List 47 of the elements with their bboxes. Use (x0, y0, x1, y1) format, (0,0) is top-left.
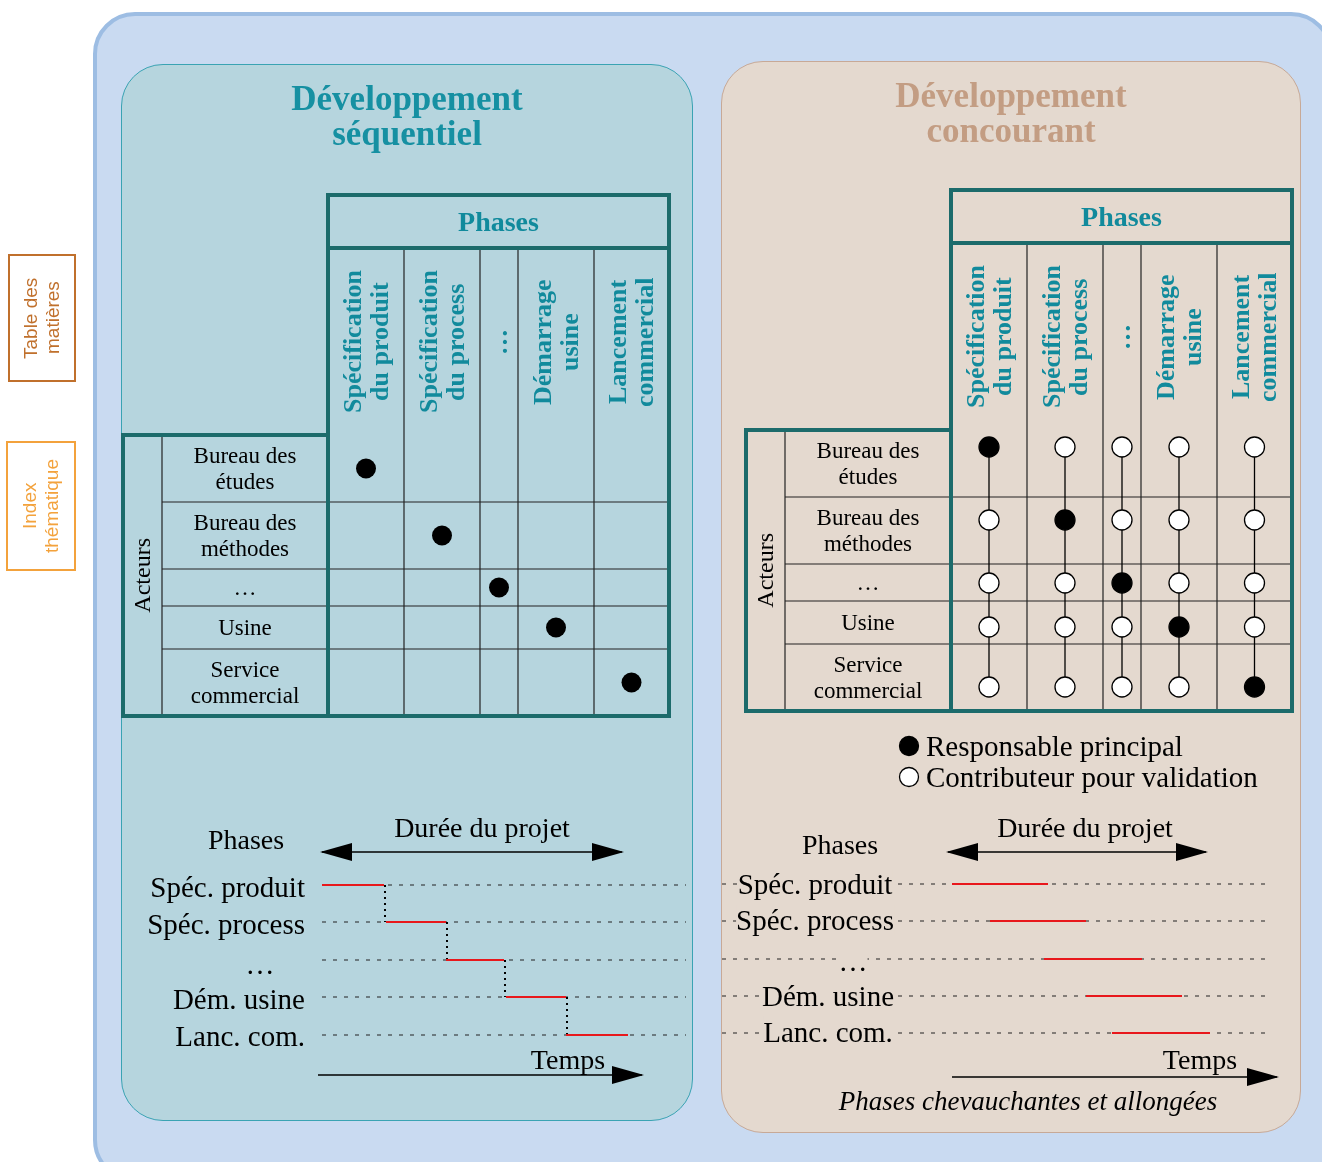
row-header: Service commercial (812, 652, 924, 703)
axis-label: Temps (530, 1045, 606, 1075)
column-header: Spécification du process (414, 269, 470, 416)
row-header: Bureau des méthodes (815, 505, 921, 556)
column-header: Lancement commercial (604, 276, 659, 409)
column-header: Spécification du process (1037, 264, 1093, 411)
tab-label: Index thématique (19, 458, 63, 555)
duration-label: Durée du projet (997, 813, 1173, 843)
phase-label: … (245, 948, 275, 980)
tab-box (6, 441, 76, 571)
column-group-header: Phases (1081, 200, 1162, 233)
outer-panel (93, 12, 1322, 1162)
row-header: Bureau des méthodes (192, 510, 298, 561)
tab-box (8, 254, 76, 382)
axis-title: Phases (801, 830, 879, 860)
axis-label: Temps (1162, 1045, 1238, 1075)
phase-label: Spéc. produit (150, 871, 305, 903)
phase-label: Dém. usine (172, 983, 305, 1015)
column-header: Démarrage usine (1151, 273, 1207, 402)
tab-label: Table des matières (20, 276, 64, 361)
row-group-header: Acteurs (129, 538, 156, 613)
legend-text: Responsable principal (926, 730, 1183, 762)
section-title: Développement concourant (894, 78, 1128, 148)
caption: Phases chevauchantes et allongées (838, 1086, 1218, 1116)
row-header: Usine (841, 609, 895, 636)
section-title: Développement séquentiel (290, 81, 524, 151)
column-group-header: Phases (458, 205, 539, 238)
column-header: Démarrage usine (528, 278, 584, 407)
phase-label: Lanc. com. (175, 1020, 305, 1052)
row-header: Bureau des études (192, 443, 298, 494)
duration-label: Durée du projet (394, 813, 570, 843)
row-header: Usine (218, 614, 272, 641)
section-panel (121, 64, 693, 1121)
column-header: … (1108, 324, 1136, 350)
axis-title: Phases (207, 825, 285, 855)
column-header: Spécification du produit (961, 264, 1017, 411)
column-header: Spécification du produit (338, 269, 394, 416)
row-header: Bureau des études (815, 438, 921, 489)
phase-label: Spéc. process (147, 908, 305, 940)
column-header: Lancement commercial (1227, 271, 1282, 404)
row-group-header: Acteurs (752, 533, 779, 608)
section-panel (721, 61, 1301, 1133)
legend-text: Contributeur pour validation (926, 761, 1258, 793)
row-header: … (233, 574, 257, 601)
column-header: … (485, 329, 513, 355)
row-header: … (856, 569, 880, 596)
row-header: Service commercial (189, 657, 301, 708)
